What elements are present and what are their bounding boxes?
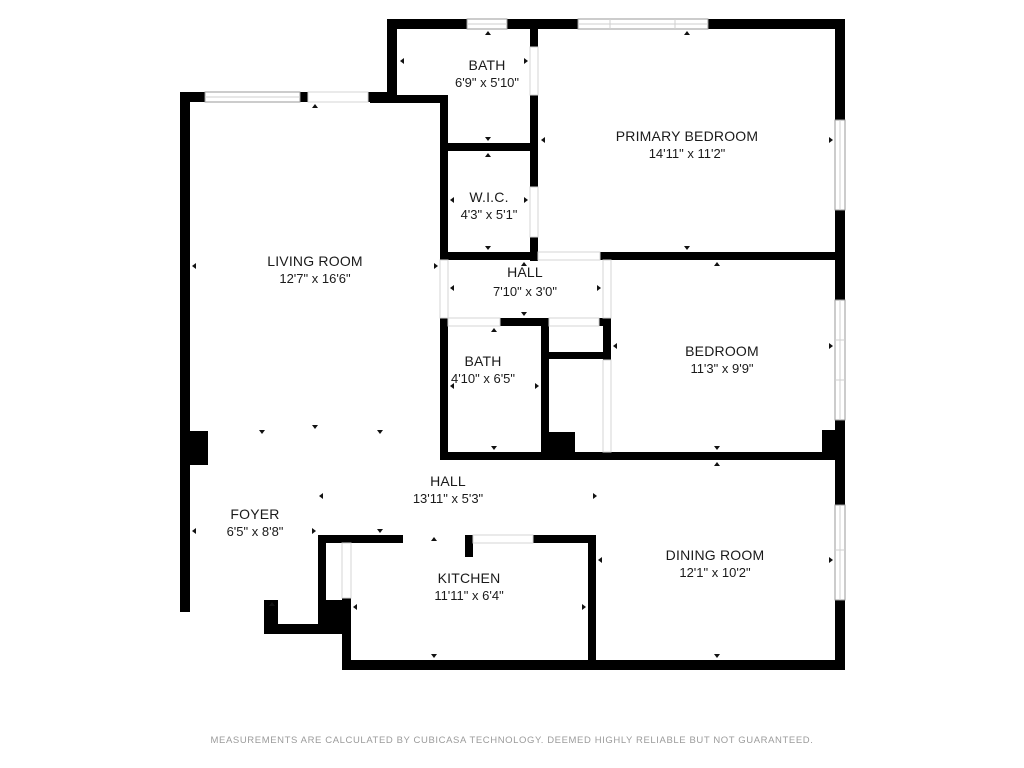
room-name: W.I.C. xyxy=(469,189,509,205)
room-label-primary-bedroom: PRIMARY BEDROOM 14'11" x 11'2" xyxy=(616,127,759,163)
room-dimensions: 12'1" x 10'2" xyxy=(679,565,751,580)
wall-kitchen-top-right xyxy=(533,535,596,543)
wall-kitchen-right xyxy=(588,535,596,665)
wall-bedroom-corner xyxy=(822,430,845,460)
room-label-bedroom: BEDROOM 11'3" x 9'9" xyxy=(685,342,759,378)
opening-bath-primary-door xyxy=(529,46,539,96)
room-name: FOYER xyxy=(230,506,280,522)
openings xyxy=(307,46,612,599)
wall-kitchen-top-left xyxy=(318,535,403,543)
room-name: BATH xyxy=(464,353,502,369)
room-dimensions: 4'3" x 5'1" xyxy=(460,207,518,222)
room-label-living-room: LIVING ROOM 12'7" x 16'6" xyxy=(267,252,363,288)
wall-bath-wic-left xyxy=(440,95,448,260)
opening-kitchen-window xyxy=(472,534,534,544)
wall-wic-bottom xyxy=(440,252,538,260)
room-dimensions: 14'11" x 11'2" xyxy=(648,146,726,161)
room-label-wic: W.I.C. 4'3" x 5'1" xyxy=(461,188,518,224)
wall-closet-mid xyxy=(541,352,611,359)
room-name: LIVING ROOM xyxy=(267,253,363,269)
wall-foyer-closet-bottom xyxy=(264,624,350,634)
room-label-dining-room: DINING ROOM 12'1" x 10'2" xyxy=(666,546,765,582)
wall-living-top-right xyxy=(370,95,448,103)
opening-closet-door xyxy=(602,359,612,453)
dimension-marks xyxy=(192,31,833,658)
room-name: HALL xyxy=(430,473,466,489)
room-dimensions: 12'7" x 16'6" xyxy=(279,271,351,286)
wall-wic-bottom-post xyxy=(530,237,538,261)
room-label-hall-main: HALL 13'11" x 5'3" xyxy=(413,472,483,508)
room-label-kitchen: KITCHEN 11'11" x 6'4" xyxy=(434,569,503,605)
opening-wic-door xyxy=(529,186,539,238)
wall-primary-bottom xyxy=(600,252,845,260)
opening-living-top xyxy=(307,91,369,103)
wall-kitchen-post xyxy=(465,535,473,557)
room-name: BATH xyxy=(468,57,506,73)
opening-closet-top xyxy=(548,317,600,327)
room-dimensions: 11'11" x 6'4" xyxy=(434,588,504,603)
room-label-hall-upper: HALL 7'10" x 3'0" xyxy=(493,263,557,301)
room-label-foyer: FOYER 6'5" x 8'8" xyxy=(227,505,284,541)
room-label-bath-primary: BATH 6'9" x 5'10" xyxy=(455,56,519,92)
wall-hall-left xyxy=(440,318,448,458)
wall-foyer-closet-block xyxy=(318,600,351,634)
room-name: KITCHEN xyxy=(437,570,501,586)
wall-left-pillar xyxy=(190,431,208,465)
room-dimensions: 11'3" x 9'9" xyxy=(690,361,754,376)
disclaimer-text: MEASUREMENTS ARE CALCULATED BY CUBICASA … xyxy=(210,735,814,746)
room-dimensions: 4'10" x 6'5" xyxy=(450,371,516,386)
room-dimensions: 6'9" x 5'10" xyxy=(454,75,520,90)
opening-hall-top xyxy=(537,251,601,261)
wall-kitchen-left-upper xyxy=(318,535,326,615)
wall-bath-bedroom-divider-mid xyxy=(530,95,538,187)
opening-kitchen-left xyxy=(341,542,352,599)
room-name: DINING ROOM xyxy=(665,547,765,563)
room-name: HALL xyxy=(507,264,543,280)
opening-bath2-top xyxy=(447,317,501,327)
room-dimensions: 7'10" x 3'0" xyxy=(492,284,558,299)
room-dimensions: 13'11" x 5'3" xyxy=(412,491,484,506)
room-dimensions: 6'5" x 8'8" xyxy=(226,524,284,539)
wall-bedroom-bottom xyxy=(440,452,845,460)
wall-top-left-stub xyxy=(387,19,397,101)
windows xyxy=(204,18,846,601)
wall-bath-bedroom-divider-top xyxy=(530,29,538,47)
opening-hall-right xyxy=(602,259,612,319)
room-label-bath-second: BATH 4'10" x 6'5" xyxy=(451,352,515,388)
opening-hall-left xyxy=(439,259,449,319)
wall-bath-wic-divider xyxy=(440,143,535,151)
room-name: BEDROOM xyxy=(685,343,759,359)
wall-left xyxy=(180,92,190,612)
wall-bath2-right xyxy=(541,318,549,458)
room-name: PRIMARY BEDROOM xyxy=(615,128,759,144)
